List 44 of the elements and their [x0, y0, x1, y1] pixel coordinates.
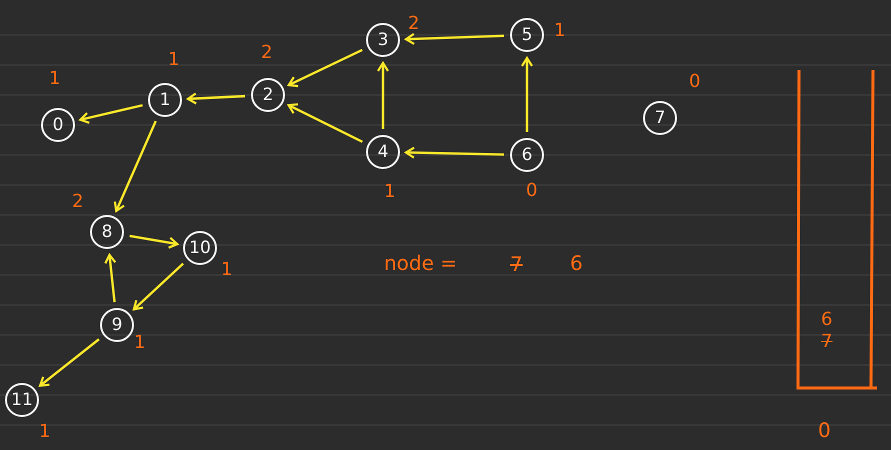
arrow [129, 234, 178, 249]
indegree-label: 0 [689, 72, 700, 92]
arrow [404, 32, 504, 46]
arrow [186, 92, 246, 105]
arrow [38, 338, 100, 387]
indegree-label: 1 [554, 21, 566, 41]
note-text: 0 [818, 420, 831, 440]
indegree-label: 1 [221, 260, 232, 280]
arrow [114, 120, 157, 212]
indegree-label: 0 [526, 181, 538, 201]
graph-node-circle: 6 [510, 138, 544, 172]
indegree-label: 1 [39, 422, 50, 442]
indegree-label: 1 [49, 69, 60, 89]
graph-node-circle: 3 [366, 23, 400, 57]
graph-node-circle: 0 [41, 108, 75, 142]
arrow [288, 103, 363, 143]
graph-node-circle: 9 [100, 308, 134, 342]
graph-node-circle: 5 [510, 18, 544, 52]
indegree-label: 2 [261, 43, 272, 63]
indegree-label: 1 [168, 50, 180, 70]
arrow [132, 262, 184, 310]
indegree-label: 2 [408, 14, 420, 34]
graph-node-circle: 11 [5, 383, 39, 417]
indegree-label: 1 [384, 182, 396, 202]
stack-container [795, 68, 877, 390]
note-text: 6 [570, 253, 583, 273]
note-text: node = [384, 253, 458, 273]
graph-node-circle: 8 [90, 215, 124, 249]
arrow [79, 104, 143, 124]
stack-item: 6 [821, 310, 832, 330]
arrow [376, 62, 390, 129]
stack-item: 7 [821, 332, 832, 352]
indegree-label: 2 [72, 192, 84, 212]
graph-node-circle: 1 [148, 83, 182, 117]
indegree-label: 1 [134, 333, 146, 353]
graph-node-circle: 7 [643, 101, 677, 135]
note-text: 7 [510, 254, 523, 274]
arrow [404, 146, 504, 159]
arrow [104, 254, 116, 302]
graph-node-circle: 10 [183, 231, 217, 265]
arrow [288, 48, 363, 88]
graph-node-circle: 4 [366, 135, 400, 169]
graph-node-circle: 2 [251, 78, 285, 112]
arrow [520, 56, 534, 132]
